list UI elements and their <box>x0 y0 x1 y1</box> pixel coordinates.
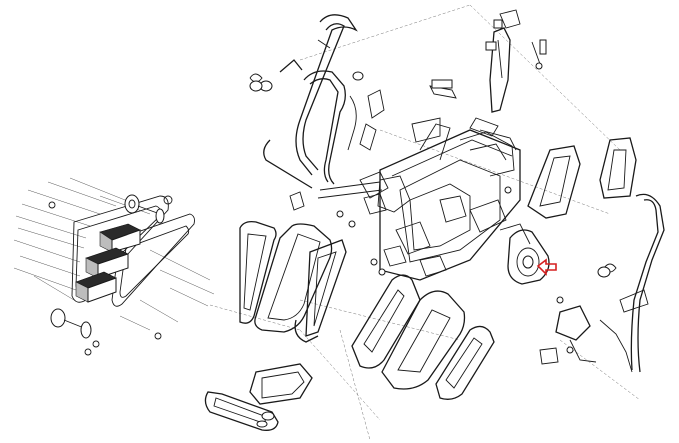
side-cover-frame <box>254 223 333 343</box>
hardware-items <box>249 19 611 354</box>
drive-flywheel-assembly <box>499 223 557 285</box>
highlight-arrow-icon <box>536 258 557 276</box>
pedal-belt-subassembly <box>13 177 215 356</box>
moving-arm-right <box>539 193 665 373</box>
foot-pedal <box>204 391 279 431</box>
moving-arm-center <box>303 70 385 185</box>
side-cover-center <box>305 239 347 337</box>
main-frame <box>289 117 521 281</box>
base-plate <box>249 363 313 405</box>
moving-arm-left <box>249 14 358 189</box>
console-mast <box>429 9 543 137</box>
rear-shrouds <box>527 137 637 219</box>
side-cover-left <box>239 220 277 324</box>
assembly-guide-lines <box>209 4 641 441</box>
side-cover-lower <box>351 274 495 400</box>
